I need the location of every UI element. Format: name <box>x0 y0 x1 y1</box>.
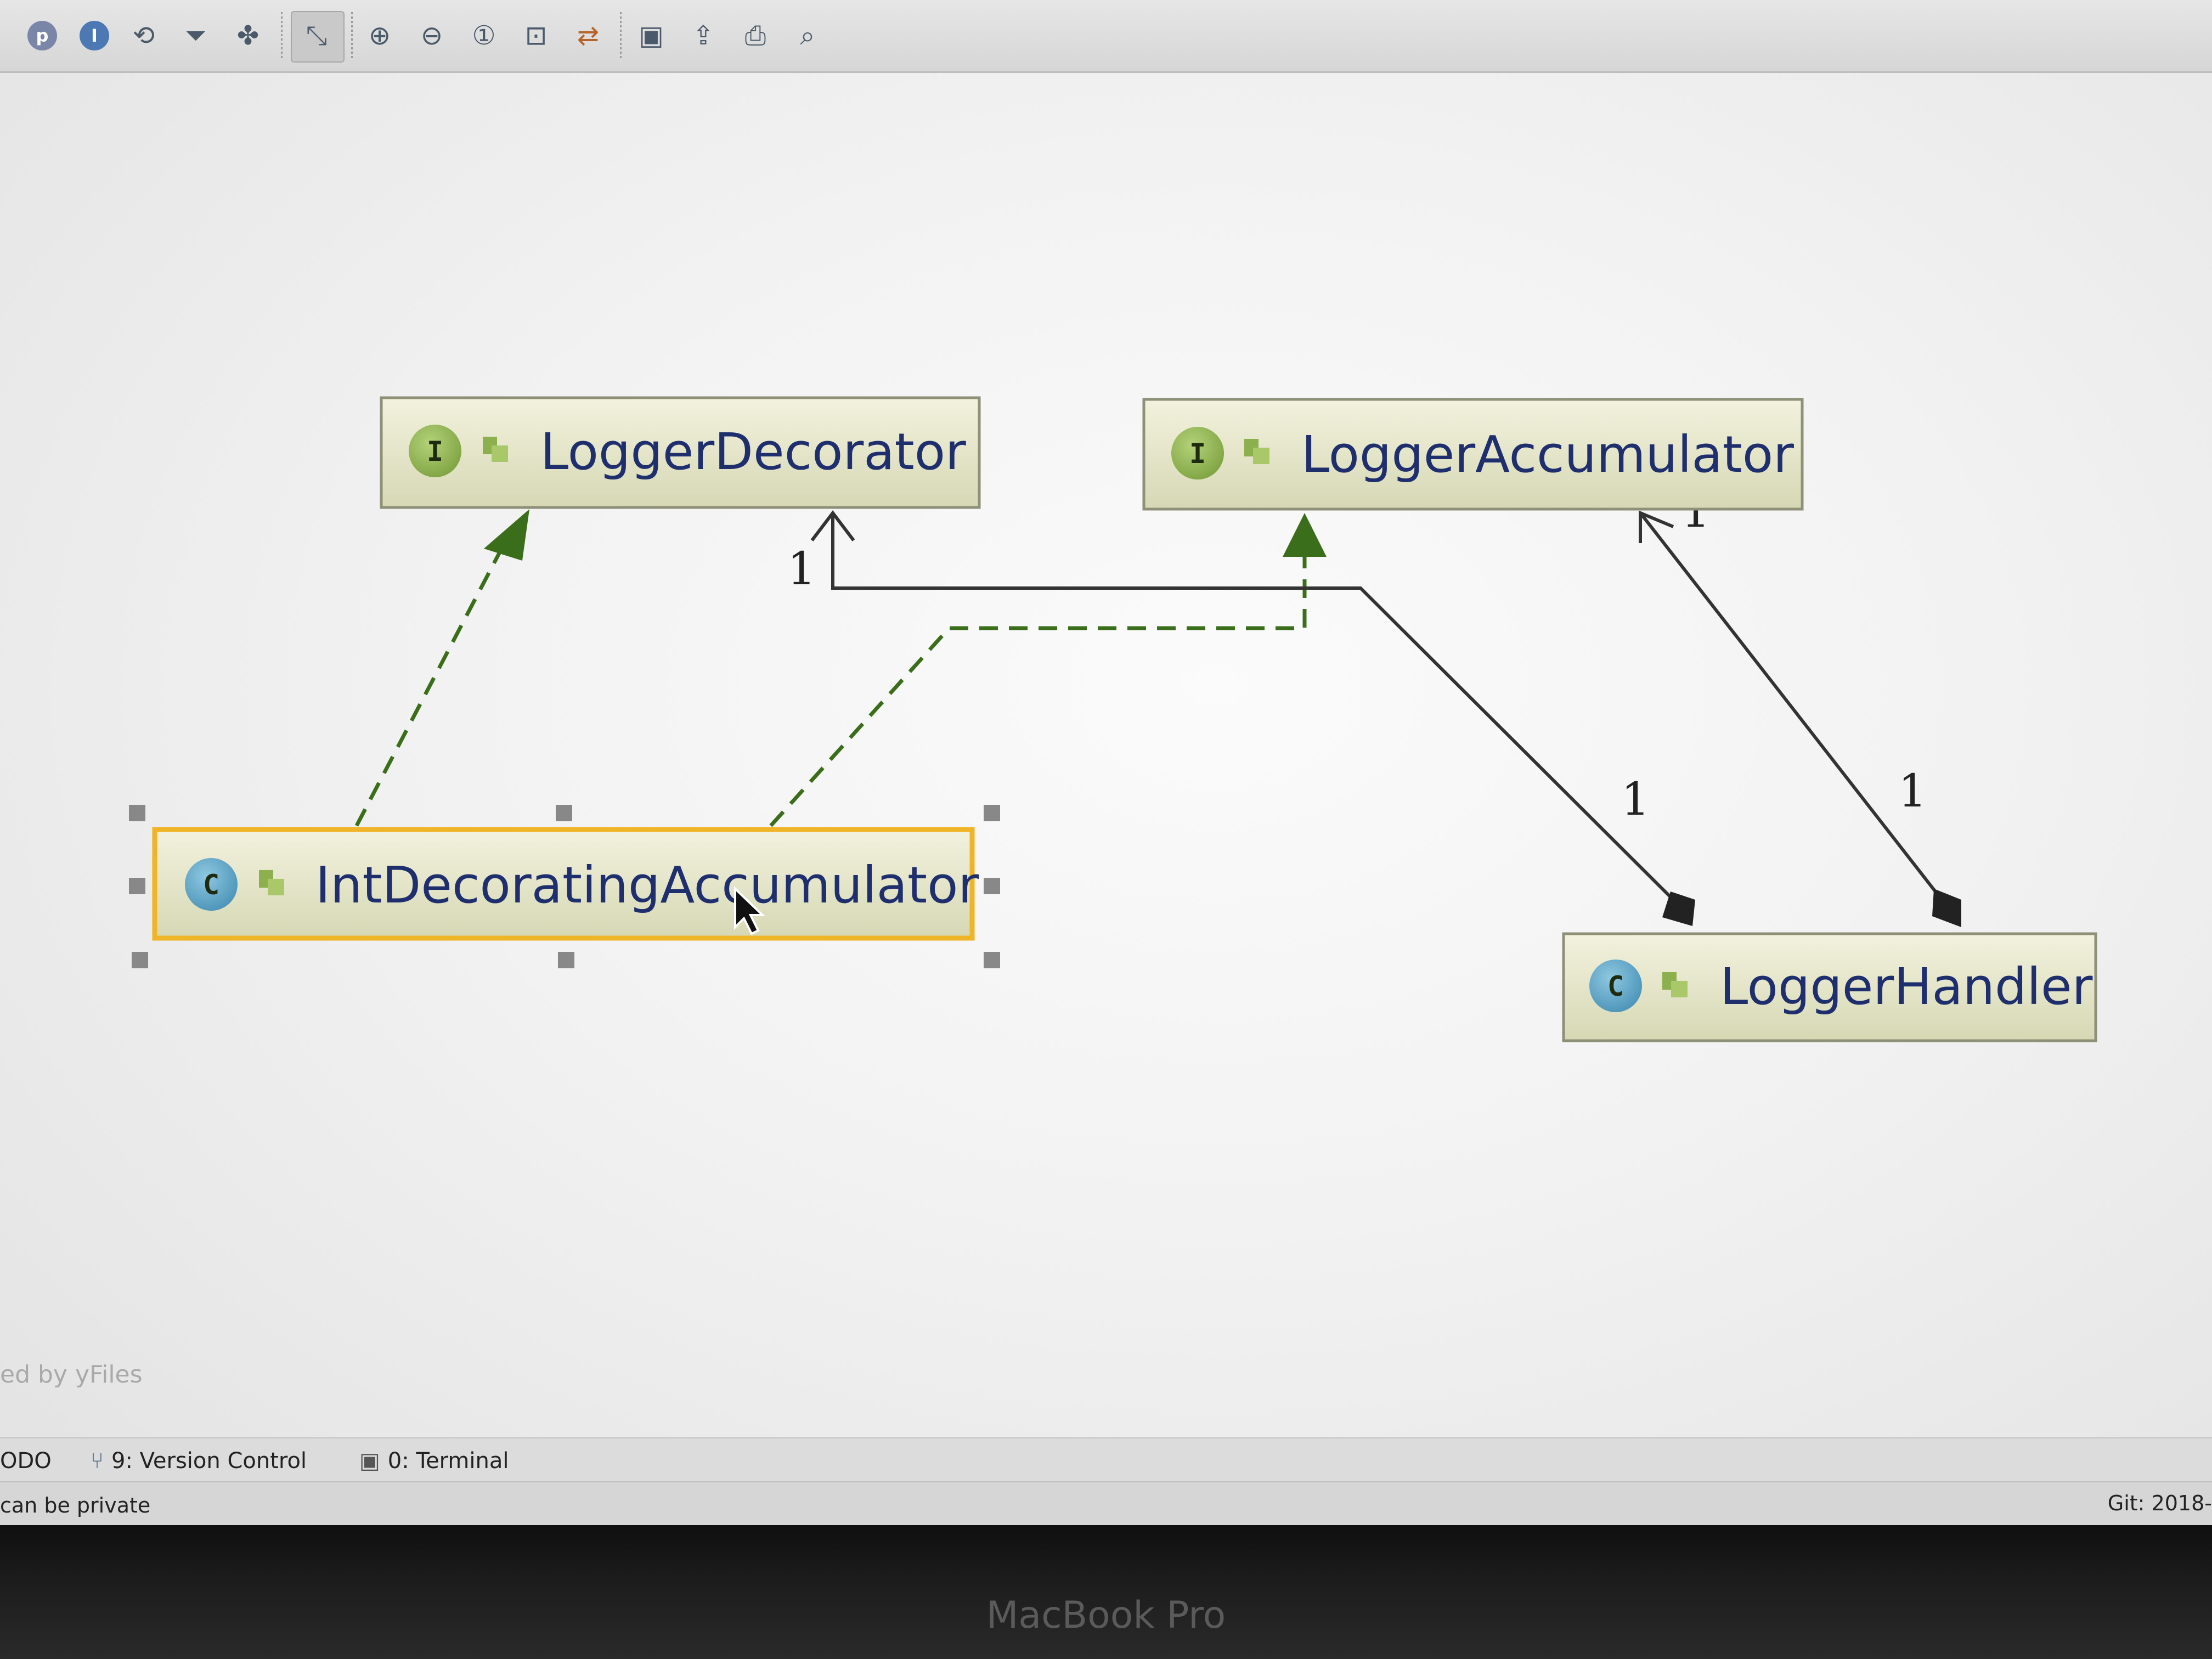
node-kind-badge: C <box>203 869 219 901</box>
interface-icon <box>409 425 461 477</box>
multiplicity-decorator: 1 <box>787 543 816 595</box>
tab-terminal[interactable]: ▣ 0: Terminal <box>359 1448 509 1474</box>
node-name: LoggerAccumulator <box>1301 425 1794 484</box>
interface-icon <box>1171 427 1224 479</box>
realization-edge-decorator[interactable] <box>354 509 529 827</box>
print-preview-icon[interactable]: ⌕ <box>800 20 815 51</box>
resize-handle[interactable] <box>556 805 572 821</box>
show-properties-icon[interactable]: p <box>27 21 57 50</box>
tab-terminal-label: 0: Terminal <box>387 1448 509 1474</box>
realization-edge-accumulator[interactable] <box>769 513 1327 827</box>
ide-window: p I ⟲ ⏷ ✤ ⤡ ⊕ ⊖ ① ⊡ ⇄ ▣ ⇪ ⎙ ⌕ <box>0 0 2212 1525</box>
association-edge-handler-accumulator[interactable] <box>1639 510 1961 927</box>
fit-content-icon[interactable]: ⊡ <box>524 20 548 51</box>
toolbar-separator <box>351 12 353 59</box>
resize-handle[interactable] <box>129 878 145 894</box>
toolbar-separator <box>281 12 283 59</box>
package-visibility-icon <box>1244 439 1269 464</box>
node-int-decorating-accumulator[interactable]: C IntDecoratingAccumulator <box>152 827 979 941</box>
apply-layout-icon[interactable]: ⇄ <box>577 20 600 51</box>
print-icon[interactable]: ⎙ <box>744 20 766 51</box>
association-edge-handler-decorator[interactable] <box>810 510 1695 926</box>
toolbar-active-highlight <box>291 11 345 63</box>
layout-icon[interactable]: ✤ <box>236 20 259 51</box>
package-visibility-icon <box>483 437 508 462</box>
status-bar: can be private Git: 2018- <box>0 1481 2212 1525</box>
show-dependencies-icon[interactable]: ⟲ <box>132 20 155 51</box>
tab-version-control-label: 9: Version Control <box>111 1448 307 1474</box>
node-logger-decorator[interactable]: I LoggerDecorator <box>380 396 981 509</box>
node-name: LoggerDecorator <box>540 422 966 481</box>
node-logger-accumulator[interactable]: I LoggerAccumulator <box>1142 398 1804 511</box>
show-interfaces-icon[interactable]: I <box>80 21 109 50</box>
node-name: LoggerHandler <box>1720 957 2093 1016</box>
save-icon[interactable]: ▣ <box>639 20 664 51</box>
zoom-out-icon[interactable]: ⊖ <box>420 20 443 51</box>
multiplicity-handler-left: 1 <box>1621 774 1650 826</box>
multiplicity-handler-right: 1 <box>1898 765 1927 817</box>
terminal-icon: ▣ <box>359 1448 380 1474</box>
select-mode-icon[interactable]: ⤡ <box>306 20 328 51</box>
resize-handle[interactable] <box>984 952 1000 968</box>
class-icon <box>185 858 238 911</box>
tab-todo-label: ODO <box>0 1448 52 1474</box>
actual-size-icon[interactable]: ① <box>472 20 496 51</box>
diagram-toolbar: p I ⟲ ⏷ ✤ ⤡ ⊕ ⊖ ① ⊡ ⇄ ▣ ⇪ ⎙ ⌕ <box>0 0 2212 73</box>
package-visibility-icon <box>1662 972 1688 997</box>
resize-handle[interactable] <box>132 952 148 968</box>
branch-icon: ⑂ <box>91 1448 104 1474</box>
node-kind-badge: C <box>1607 970 1624 1002</box>
class-icon <box>1589 960 1642 1012</box>
tab-todo[interactable]: ODO <box>0 1448 52 1474</box>
node-kind-badge: I <box>427 436 443 467</box>
resize-handle[interactable] <box>984 805 1000 821</box>
export-icon[interactable]: ⇪ <box>692 20 715 51</box>
node-logger-handler[interactable]: C LoggerHandler <box>1562 932 2097 1042</box>
resize-handle[interactable] <box>558 952 574 968</box>
selection-handles <box>129 805 1000 968</box>
status-message: can be private <box>0 1493 151 1517</box>
mouse-cursor-icon <box>734 886 765 935</box>
laptop-bezel: MacBook Pro <box>0 1525 2212 1659</box>
uml-class-diagram: 1 1 1 1 I LoggerDecorator I LoggerAccumu… <box>129 396 2097 1042</box>
toolbar-separator <box>620 12 622 59</box>
yfiles-watermark: ed by yFiles <box>0 1361 143 1389</box>
tab-version-control[interactable]: ⑂ 9: Version Control <box>91 1448 307 1474</box>
filter-icon[interactable]: ⏷ <box>185 20 207 51</box>
resize-handle[interactable] <box>129 805 145 821</box>
node-name: IntDecoratingAccumulator <box>315 856 979 915</box>
resize-handle[interactable] <box>984 878 1000 894</box>
node-kind-badge: I <box>1189 438 1206 470</box>
zoom-in-icon[interactable]: ⊕ <box>368 20 391 51</box>
device-label: MacBook Pro <box>986 1594 1226 1637</box>
tool-window-bar: ODO ⑂ 9: Version Control ▣ 0: Terminal <box>0 1437 2212 1482</box>
git-branch-status[interactable]: Git: 2018- <box>2107 1491 2212 1515</box>
package-visibility-icon <box>259 870 284 895</box>
